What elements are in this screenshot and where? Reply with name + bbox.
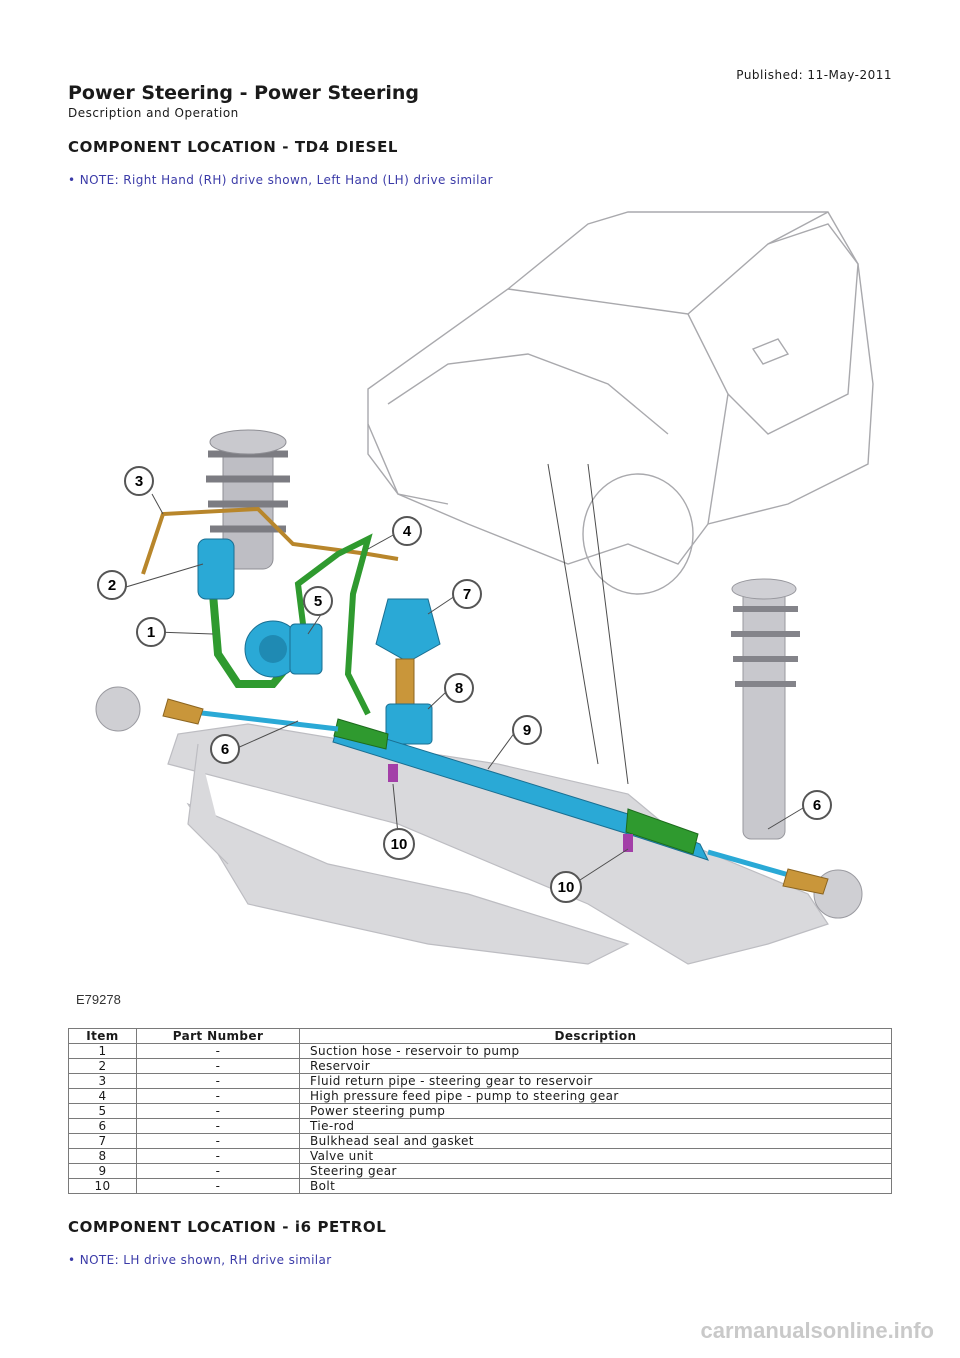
cell-description: Reservoir (299, 1058, 892, 1074)
published-date: Published: 11-May-2011 (736, 68, 892, 82)
svg-text:9: 9 (523, 722, 531, 739)
cell-item: 7 (68, 1133, 137, 1149)
table-row: 9-Steering gear (68, 1163, 892, 1179)
table-row: 2-Reservoir (68, 1058, 892, 1074)
front-strut-left (206, 429, 290, 570)
table-row: 8-Valve unit (68, 1148, 892, 1164)
svg-text:5: 5 (314, 593, 322, 610)
reservoir (197, 538, 235, 600)
cell-item: 5 (68, 1103, 137, 1119)
cell-part-number: - (136, 1058, 300, 1074)
bolt-right (623, 834, 633, 852)
svg-text:6: 6 (813, 797, 821, 814)
cell-part-number: - (136, 1043, 300, 1059)
cell-item: 8 (68, 1148, 137, 1164)
cell-item: 1 (68, 1043, 137, 1059)
table-row: 5-Power steering pump (68, 1103, 892, 1119)
cell-part-number: - (136, 1118, 300, 1134)
table-row: 6-Tie-rod (68, 1118, 892, 1134)
parts-table: Item Part Number Description 1-Suction h… (68, 1028, 892, 1194)
cell-description: Steering gear (299, 1163, 892, 1179)
callout-9: 9 (512, 715, 542, 745)
cell-description: Bulkhead seal and gasket (299, 1133, 892, 1149)
cell-item: 6 (68, 1118, 137, 1134)
leader-lines (125, 463, 804, 881)
bulkhead-seal (375, 598, 441, 663)
callout-2: 2 (97, 570, 127, 600)
table-row: 10-Bolt (68, 1178, 892, 1194)
callout-5: 5 (303, 586, 333, 616)
col-description: Description (299, 1028, 892, 1044)
cell-part-number: - (136, 1148, 300, 1164)
page-subtitle: Description and Operation (68, 106, 239, 120)
table-row: 7-Bulkhead seal and gasket (68, 1133, 892, 1149)
callout-8: 8 (444, 673, 474, 703)
cell-description: Fluid return pipe - steering gear to res… (299, 1073, 892, 1089)
svg-text:8: 8 (455, 680, 463, 697)
table-row: 3-Fluid return pipe - steering gear to r… (68, 1073, 892, 1089)
cell-part-number: - (136, 1178, 300, 1194)
cell-description: Bolt (299, 1178, 892, 1194)
feed-pipe (294, 533, 373, 716)
callout-4: 4 (392, 516, 422, 546)
vehicle-outline (367, 211, 874, 595)
col-item: Item (68, 1028, 137, 1044)
cell-description: Power steering pump (299, 1103, 892, 1119)
page-title: Power Steering - Power Steering (68, 82, 420, 104)
cell-description: High pressure feed pipe - pump to steeri… (299, 1088, 892, 1104)
component-illustration: 1 2 3 4 5 6 6 7 (76, 211, 874, 1007)
svg-text:4: 4 (403, 523, 412, 540)
cell-part-number: - (136, 1133, 300, 1149)
svg-text:1: 1 (147, 624, 155, 641)
svg-text:10: 10 (391, 836, 408, 853)
cell-description: Tie-rod (299, 1118, 892, 1134)
cell-part-number: - (136, 1163, 300, 1179)
bolt-left (388, 764, 398, 782)
cell-item: 4 (68, 1088, 137, 1104)
cell-item: 2 (68, 1058, 137, 1074)
svg-text:6: 6 (221, 741, 229, 758)
cell-part-number: - (136, 1088, 300, 1104)
cell-part-number: - (136, 1103, 300, 1119)
cell-description: Valve unit (299, 1148, 892, 1164)
front-strut-right (731, 578, 800, 840)
table-header-row: Item Part Number Description (68, 1028, 892, 1044)
subframe (167, 723, 829, 965)
col-part-number: Part Number (136, 1028, 300, 1044)
svg-text:7: 7 (463, 586, 471, 603)
hub-left (95, 686, 141, 732)
callout-6-right: 6 (802, 790, 832, 820)
component-location-figure: 1 2 3 4 5 6 6 7 (68, 204, 892, 1016)
callout-10-left: 10 (383, 828, 415, 860)
return-pipe (141, 506, 399, 575)
cell-item: 3 (68, 1073, 137, 1089)
cell-item: 9 (68, 1163, 137, 1179)
svg-text:2: 2 (108, 577, 116, 594)
valve-unit (385, 703, 433, 745)
table-row: 4-High pressure feed pipe - pump to stee… (68, 1088, 892, 1104)
watermark: carmanualsonline.info (700, 1318, 935, 1343)
callout-3: 3 (124, 466, 154, 496)
pump (244, 620, 323, 678)
callout-7: 7 (452, 579, 482, 609)
table-row: 1-Suction hose - reservoir to pump (68, 1043, 892, 1059)
section-heading-td4: COMPONENT LOCATION - TD4 DIESEL (68, 138, 399, 156)
section-heading-i6: COMPONENT LOCATION - i6 PETROL (68, 1218, 387, 1236)
tie-rod-ends (162, 698, 829, 895)
figure-code: E79278 (76, 992, 121, 1007)
cell-description: Suction hose - reservoir to pump (299, 1043, 892, 1059)
note-td4: • NOTE: Right Hand (RH) drive shown, Lef… (68, 173, 493, 187)
svg-text:10: 10 (558, 879, 575, 896)
cell-item: 10 (68, 1178, 137, 1194)
callout-10-right: 10 (550, 871, 582, 903)
callout-1: 1 (136, 617, 166, 647)
svg-text:3: 3 (135, 473, 143, 490)
cell-part-number: - (136, 1073, 300, 1089)
note-i6: • NOTE: LH drive shown, RH drive similar (68, 1253, 332, 1267)
callout-6-left: 6 (210, 734, 240, 764)
